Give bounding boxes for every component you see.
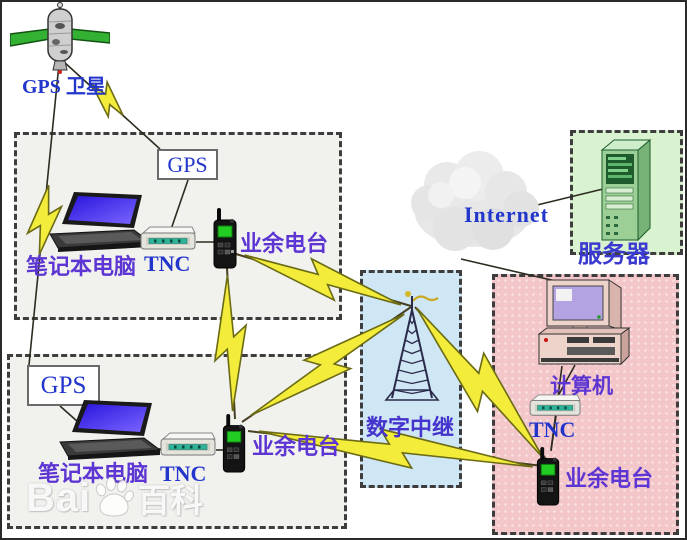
right-tnc-label: TNC: [529, 417, 576, 442]
repeater-tower-icon: [380, 286, 444, 412]
right-tnc-icon: [527, 394, 585, 418]
top-radio-icon: [212, 208, 240, 270]
wire-computer-to-tnc: [557, 364, 576, 397]
right-radio-label: 业余电台: [565, 466, 654, 491]
bottom-tnc-label: TNC: [160, 461, 207, 486]
rf-bolt-satellite-bottom: [25, 184, 64, 255]
top-gps-box: GPS: [157, 149, 218, 180]
rf-bolt-topradio-bottomradio: [213, 274, 248, 412]
wire-tnc-to-right-radio: [550, 415, 557, 452]
top-laptop-label: 笔记本电脑: [26, 254, 137, 279]
wire-cloud-to-server: [532, 188, 604, 207]
gps-satellite-label: GPS 卫星: [22, 76, 106, 98]
wire-bottom-gps-to-laptop: [59, 405, 79, 423]
bottom-tnc-icon: [160, 432, 218, 458]
internet-label: Internet: [464, 202, 549, 227]
baidu-paw-icon: [96, 477, 135, 517]
rf-bolt-bottomradio-tower: [250, 313, 405, 417]
watermark-text-baike: 百科: [137, 482, 204, 519]
computer-label: 计算机: [550, 374, 613, 398]
top-laptop-icon: [48, 192, 153, 252]
top-tnc-label: TNC: [144, 251, 191, 276]
bottom-gps-box: GPS: [27, 365, 100, 406]
bottom-radio-label: 业余电台: [252, 434, 341, 459]
bottom-radio-icon: [221, 414, 249, 474]
rf-bolt-topradio-tower: [244, 254, 402, 306]
right-radio-icon: [535, 447, 563, 507]
gps-satellite-icon: [9, 2, 111, 77]
desktop-computer-icon: [535, 276, 633, 368]
rf-bolt-bottomradio-rightradio: [258, 427, 533, 470]
server-icon: [596, 138, 654, 242]
baidu-watermark: Bai 百科: [26, 474, 203, 522]
top-radio-label: 业余电台: [240, 231, 329, 256]
server-label: 服务器: [578, 242, 650, 268]
repeater-label: 数字中继: [366, 415, 455, 440]
bottom-laptop-label: 笔记本电脑: [38, 461, 149, 486]
rf-bolt-satellite-top: [90, 79, 124, 120]
bottom-laptop-icon: [58, 400, 163, 460]
top-tnc-icon: [140, 226, 198, 252]
watermark-text-bai: Bai: [26, 475, 92, 520]
internet-cloud-icon: [405, 145, 545, 265]
